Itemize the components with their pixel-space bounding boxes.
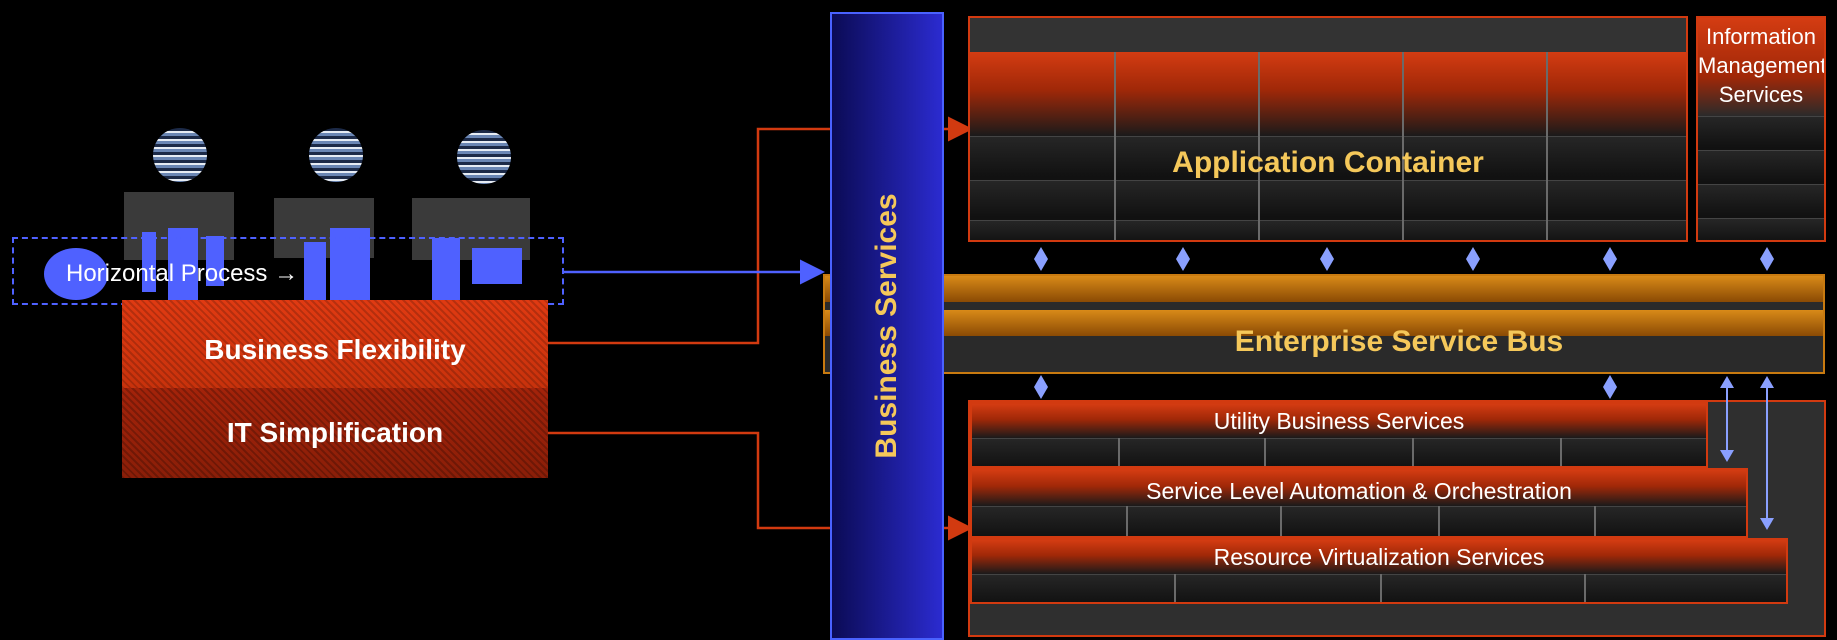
it-simplification-band: IT Simplification — [122, 388, 548, 478]
business-flexibility-band: Business Flexibility — [122, 300, 548, 388]
info-mgmt-line-3: Services — [1718, 82, 1804, 107]
link-arrow-app-3 — [1320, 247, 1334, 271]
resource-virtualization-layer: Resource Virtualization Services — [970, 538, 1788, 604]
application-container: Application Container — [968, 16, 1688, 242]
application-container-label: Application Container — [1172, 146, 1484, 179]
business-services-label: Business Services — [870, 193, 903, 459]
person-body-1 — [124, 192, 234, 302]
service-level-automation-layer: Service Level Automation & Orchestration — [970, 468, 1748, 538]
esb-label: Enterprise Service Bus — [1234, 325, 1564, 358]
link-arrow-app-5 — [1603, 247, 1617, 271]
horizontal-process-label: Horizontal Process → — [66, 260, 299, 287]
link-arrow-app-4 — [1466, 247, 1480, 271]
information-management-box: Information Management Services — [1696, 16, 1826, 242]
esb-bar: Enterprise Service Bus — [823, 274, 1825, 374]
person-head-3 — [457, 130, 511, 184]
resource-virtualization-label: Resource Virtualization Services — [1213, 544, 1545, 570]
person-head-1 — [153, 128, 207, 182]
horizontal-process-ellipse — [44, 248, 108, 300]
link-arrow-esb-service-level — [1720, 376, 1734, 462]
utility-business-services-label: Utility Business Services — [1213, 408, 1465, 434]
person-body-3 — [412, 198, 530, 300]
utility-business-services-layer: Utility Business Services — [970, 402, 1708, 468]
link-arrow-app-2 — [1176, 247, 1190, 271]
link-arrow-app-1 — [1034, 247, 1048, 271]
link-arrow-esb-utility-2 — [1603, 375, 1617, 399]
info-mgmt-line-2: Management — [1698, 53, 1826, 78]
service-level-automation-label: Service Level Automation & Orchestration — [1146, 478, 1572, 504]
person-body-2 — [274, 198, 374, 304]
link-arrow-esb-resource — [1760, 376, 1774, 530]
person-head-2 — [309, 128, 363, 182]
info-mgmt-line-1: Information — [1705, 24, 1817, 49]
it-simplification-label: IT Simplification — [226, 417, 444, 448]
business-services-column: Business Services — [830, 12, 944, 640]
link-arrow-info-mgmt — [1760, 247, 1774, 271]
business-flexibility-label: Business Flexibility — [204, 334, 466, 365]
link-arrow-esb-utility-1 — [1034, 375, 1048, 399]
